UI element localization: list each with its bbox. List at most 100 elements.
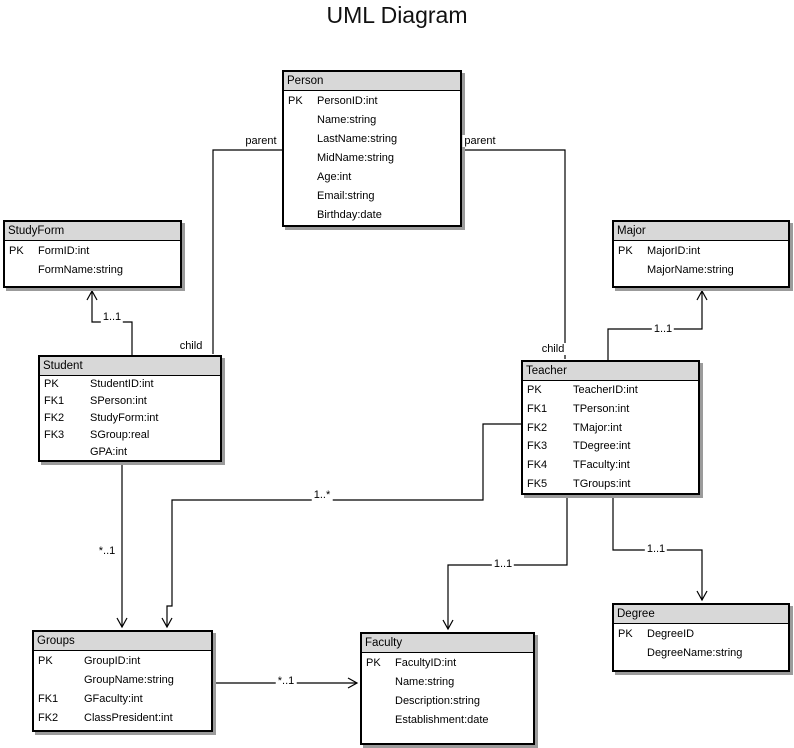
entity-row: FK1 SPerson:int [40,393,220,410]
row-key-label: PK [618,244,633,257]
row-key-label: FK2 [527,421,548,434]
connector-label-person-student-parent: parent [243,135,279,147]
row-key-label: FK1 [527,402,548,415]
row-attribute-label: TFaculty:int [573,458,630,471]
connector-label-person-teacher-child: child [539,343,567,355]
entity-row: FK2 ClassPresident:int [34,708,211,727]
connector-person-teacher [462,149,566,359]
connector-student-studyform [86,289,133,355]
row-attribute-label: Establishment:date [395,713,489,726]
entity-row: FK2 StudyForm:int [40,410,220,427]
connector-label-student-studyform-1..1: 1..1 [100,311,124,323]
entity-row: Birthday:date [284,205,460,224]
row-key-label: FK2 [38,711,59,724]
row-attribute-label: MajorName:string [647,263,734,276]
row-attribute-label: LastName:string [317,132,398,145]
entity-row: MidName:string [284,148,460,167]
row-attribute-label: TGroups:int [573,477,631,490]
row-key-label: PK [366,656,381,669]
entity-row: Age:int [284,167,460,186]
connector-person-student [212,149,282,354]
entity-row: PK FacultyID:int [362,653,533,672]
row-attribute-label: GFaculty:int [84,692,143,705]
entity-row: FK1 TPerson:int [523,400,698,419]
row-key-label: PK [288,94,303,107]
connector-label-teacher-major-1..1: 1..1 [651,323,675,335]
connector-label-person-teacher-parent: parent [462,135,498,147]
entity-title-groups: Groups [34,632,211,651]
row-attribute-label: GroupID:int [84,654,141,667]
entity-title-teacher: Teacher [523,362,698,381]
row-attribute-label: StudentID:int [90,378,154,391]
entity-row: FK1 GFaculty:int [34,689,211,708]
row-attribute-label: Birthday:date [317,208,382,221]
connector-label-teacher-degree-1..1: 1..1 [644,543,668,555]
row-attribute-label: Name:string [317,113,377,126]
row-attribute-label: MidName:string [317,151,395,164]
row-attribute-label: StudyForm:int [90,411,159,424]
entity-row: Description:string [362,691,533,710]
entity-row: PK GroupID:int [34,651,211,670]
row-key-label: PK [618,627,633,640]
row-attribute-label: FormID:int [38,244,90,257]
entity-row: Name:string [284,110,460,129]
row-key-label: PK [44,378,59,391]
row-attribute-label: GroupName:string [84,673,174,686]
row-key-label: FK5 [527,477,548,490]
entity-title-student: Student [40,357,220,376]
row-attribute-label: TPerson:int [573,402,630,415]
entity-row: Establishment:date [362,710,533,729]
row-key-label: PK [38,654,53,667]
row-attribute-label: SPerson:int [90,395,147,408]
entity-row: MajorName:string [614,260,788,279]
entity-row: FK3 TDegree:int [523,437,698,456]
entity-row: FK2 TMajor:int [523,418,698,437]
entity-title-major: Major [614,222,788,241]
entity-row: PK FormID:int [5,241,180,260]
row-attribute-label: FacultyID:int [395,656,457,669]
connector-label-teacher-faculty-1..1: 1..1 [491,558,515,570]
row-attribute-label: DegreeID [647,627,695,640]
entity-title-person: Person [284,72,460,91]
row-key-label: FK1 [44,395,65,408]
row-key-label: PK [9,244,24,257]
row-key-label: FK1 [38,692,59,705]
row-attribute-label: FormName:string [38,263,123,276]
entity-title-studyform: StudyForm [5,222,180,241]
entity-title-faculty: Faculty [362,634,533,653]
entity-row: GPA:int [40,443,220,460]
entity-row: DegreeName:string [614,643,788,662]
row-key-label: FK2 [44,411,65,424]
row-attribute-label: GPA:int [90,445,128,458]
row-attribute-label: DegreeName:string [647,646,743,659]
row-key-label: FK4 [527,458,548,471]
row-attribute-label: TMajor:int [573,421,622,434]
row-attribute-label: TeacherID:int [573,384,638,397]
row-attribute-label: SGroup:real [90,428,150,441]
row-key-label: FK3 [527,440,548,453]
row-attribute-label: ClassPresident:int [84,711,173,724]
row-attribute-label: TDegree:int [573,440,631,453]
entity-row: GroupName:string [34,670,211,689]
connector-label-teacher-groups-1..*: 1..* [311,489,333,501]
connector-label-groups-faculty-*..1: *..1 [275,675,297,687]
entity-row: Email:string [284,186,460,205]
connector-label-student-groups-*..1: *..1 [96,545,118,557]
entity-row: FK5 TGroups:int [523,474,698,493]
connector-label-person-student-child: child [177,340,205,352]
entity-row: FK4 TFaculty:int [523,456,698,475]
row-key-label: PK [527,384,542,397]
row-attribute-label: Email:string [317,189,375,202]
entity-row: PK DegreeID [614,624,788,643]
